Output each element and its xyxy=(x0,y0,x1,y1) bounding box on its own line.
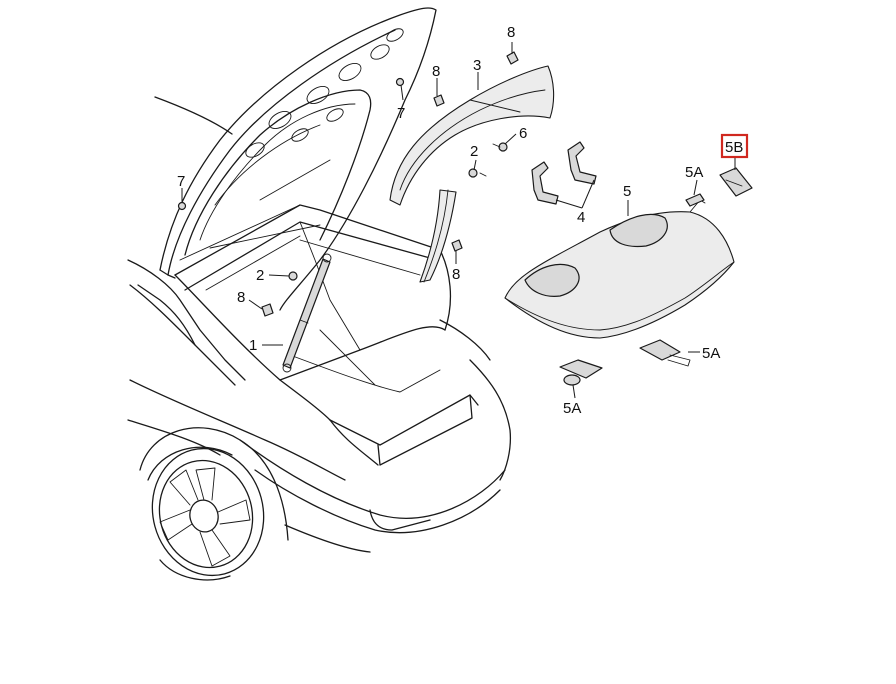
callout-labels: 8 8 3 7 6 2 4 5 5A 7 2 8 8 1 5A 5A xyxy=(177,24,720,417)
callout-7-top: 7 xyxy=(397,105,405,122)
callout-6: 6 xyxy=(519,125,527,142)
callout-8-mid: 8 xyxy=(452,266,460,283)
highlight-box xyxy=(720,133,749,159)
callout-5: 5 xyxy=(623,183,631,200)
fasteners xyxy=(177,51,519,317)
callout-5a-right: 5A xyxy=(702,345,720,362)
callout-3: 3 xyxy=(473,57,481,74)
callout-2-left: 2 xyxy=(256,267,264,284)
callout-8-top-mid: 8 xyxy=(432,63,440,80)
part-5b-bracket xyxy=(719,167,753,197)
car-body xyxy=(127,96,512,581)
callout-2-right: 2 xyxy=(470,143,478,160)
callout-8-top-right: 8 xyxy=(507,24,515,41)
side-seal-strip xyxy=(419,189,457,283)
trunk-lid xyxy=(159,7,437,311)
callout-8-left: 8 xyxy=(237,289,245,306)
part-5a-fittings xyxy=(559,193,705,386)
callout-5a-top: 5A xyxy=(685,164,703,181)
callout-5a-bottom: 5A xyxy=(563,400,581,417)
part-4-brackets xyxy=(531,141,597,205)
leader-lines xyxy=(181,42,736,399)
part-3-seal xyxy=(389,65,555,206)
part-5-parcel-shelf xyxy=(504,199,735,339)
callout-5b: 5B xyxy=(725,139,743,156)
highlighted-callout-5b[interactable]: 5B xyxy=(720,133,749,159)
part-1-gas-strut xyxy=(282,253,332,373)
callout-4: 4 xyxy=(577,209,585,226)
callout-7-left: 7 xyxy=(177,173,185,190)
callout-1: 1 xyxy=(249,337,257,354)
